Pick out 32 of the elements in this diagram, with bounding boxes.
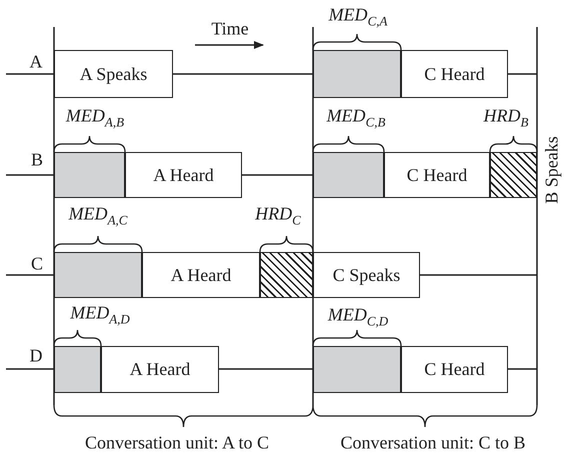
row-label: A <box>30 52 42 72</box>
side-label: B Speaks <box>542 136 562 204</box>
activity-box: A Heard <box>101 346 219 393</box>
activity-box: C Heard <box>384 152 490 198</box>
brace-label: Conversation unit: C to B <box>340 432 526 454</box>
delay-label: MED$_{C,B}$ <box>326 106 386 130</box>
delay-label: MED$_{C,D}$ <box>328 304 388 330</box>
delay-label: HRD$_{B}$ <box>484 106 528 130</box>
delay-label: MED$_{A,D}$ <box>70 302 130 328</box>
row-label: B <box>31 150 43 170</box>
hatched-box <box>490 152 537 198</box>
hatched-box <box>260 252 313 298</box>
activity-box: A Heard <box>142 252 260 298</box>
axis-label: Time <box>211 18 249 40</box>
shaded-box <box>313 152 384 198</box>
shaded-box <box>313 346 401 393</box>
shaded-box <box>54 346 101 393</box>
shaded-box <box>54 152 125 198</box>
row-label: C <box>31 254 43 274</box>
delay-label: HRD$_{C}$ <box>255 204 301 228</box>
activity-box: C Heard <box>401 346 508 393</box>
activity-box: A Speaks <box>54 50 173 98</box>
row-label: D <box>30 346 42 366</box>
delay-label: MED$_{C,A}$ <box>328 4 388 30</box>
shaded-box <box>313 50 401 98</box>
delay-label: MED$_{A,B}$ <box>66 106 124 130</box>
activity-box: A Heard <box>125 152 242 198</box>
delay-label: MED$_{A,C}$ <box>68 204 128 228</box>
activity-box: C Heard <box>401 50 508 98</box>
brace-label: Conversation unit: A to C <box>85 432 269 454</box>
shaded-box <box>54 252 142 298</box>
activity-box: C Speaks <box>313 252 420 298</box>
